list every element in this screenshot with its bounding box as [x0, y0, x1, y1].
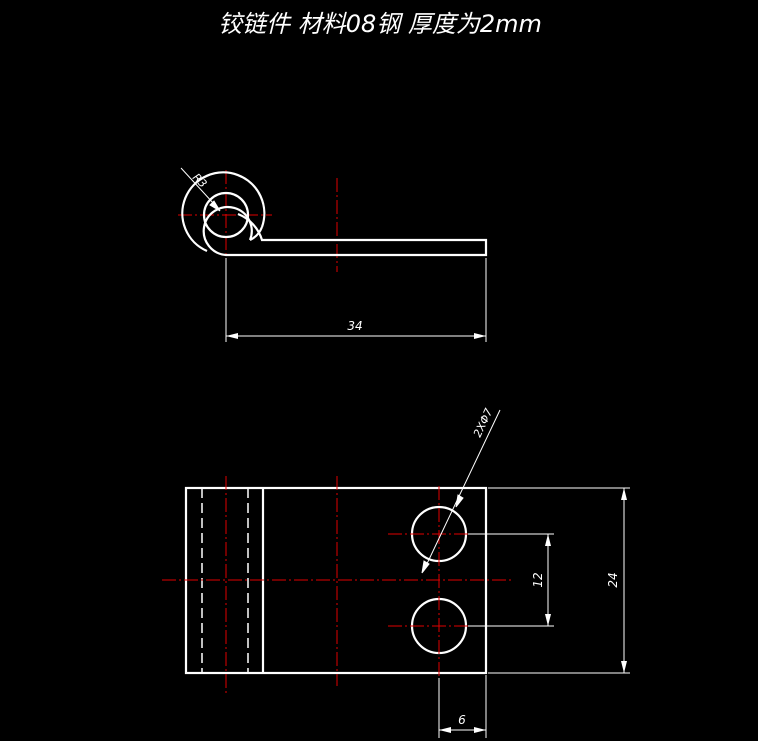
- side-view-centerlines: [178, 170, 338, 272]
- hole-leader: [421, 409, 501, 574]
- offset-arrows: [439, 727, 486, 733]
- length-arrows: [226, 333, 486, 339]
- spacing-arrows: [545, 534, 551, 626]
- length-dimension: [225, 258, 487, 342]
- offset-label: 6: [458, 713, 466, 727]
- drawing-title: 铰链件 材料08钢 厚度为2mm: [218, 10, 542, 38]
- plan-centerlines: [162, 476, 512, 696]
- spacing-label: 12: [531, 572, 545, 587]
- side-view-outline: [181, 171, 488, 257]
- radius-leader: [180, 167, 221, 212]
- spacing-dimension: [468, 533, 554, 627]
- plan-view: 2XΦ7 12 24: [162, 406, 630, 738]
- width-label: 24: [606, 572, 620, 587]
- side-view: R3 34: [178, 167, 488, 342]
- width-dimension: [488, 487, 630, 674]
- width-arrows: [621, 488, 627, 673]
- hole-label: 2XΦ7: [471, 406, 496, 439]
- radius-label: R3: [190, 171, 210, 191]
- length-label: 34: [347, 319, 362, 333]
